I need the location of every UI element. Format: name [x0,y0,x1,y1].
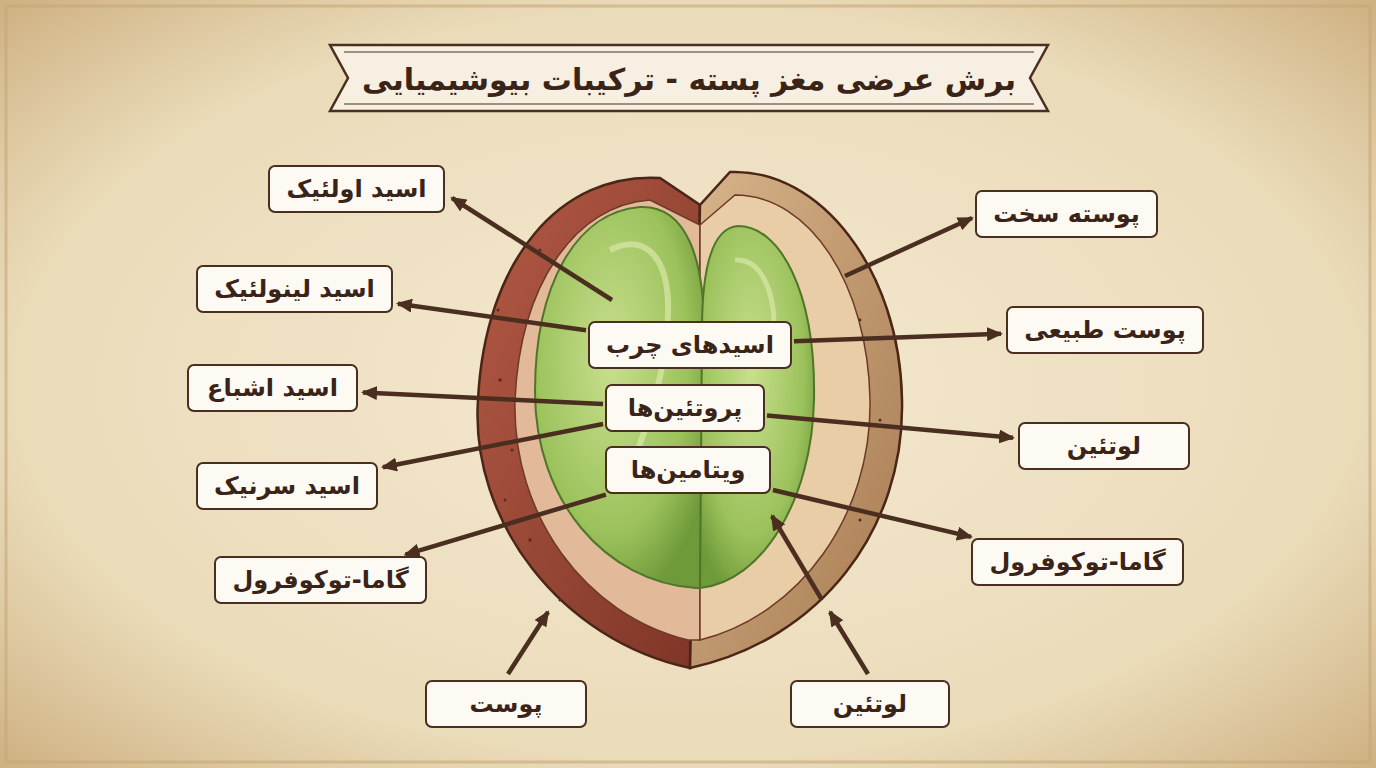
label-box: اسید سرنیک [196,462,378,510]
connector-arrow [794,334,1001,341]
leader-line [508,612,548,674]
label-text: لوتئین [806,689,934,719]
connector-arrow [398,304,586,331]
title: برش عرضی مغز پسته - ترکیبات بیوشیمیایی [348,56,1030,102]
label-box: اسید اشباع [187,364,358,412]
label-box: گاما-توکوفرول [971,538,1184,586]
label-text: پوست طبیعی [1022,315,1188,345]
leader-line [845,218,972,276]
shell-speckles [497,248,882,601]
label-box: پوست طبیعی [1006,306,1204,354]
connector-arrow [405,495,605,555]
label-text: پروتئین‌ها [621,393,749,423]
label-text: لوتئین [1034,431,1174,461]
label-box: ویتامین‌ها [605,446,771,494]
connector-arrow [363,392,603,404]
kernel-highlight [735,260,774,330]
leader-line [452,198,612,300]
label-box: پروتئین‌ها [605,384,765,432]
speckle [504,499,507,502]
label-text: پوست [441,689,571,719]
speckle [497,309,500,312]
leader-line [830,612,868,674]
label-text: اسید سرنیک [212,471,362,501]
label-text: اسید لینولئیک [212,274,377,304]
speckle [859,519,862,522]
speckle [528,538,531,541]
label-box: لوتئین [790,680,950,728]
connector-arrow [767,415,1013,437]
label-box: اسید لینولئیک [196,265,393,313]
label-box: پوست [425,680,587,728]
label-text: پوسته سخت [991,199,1142,229]
connector-arrow [773,490,971,537]
paper-edge [6,6,1370,762]
label-text: ویتامین‌ها [621,455,755,485]
label-box: گاما-توکوفرول [214,556,427,604]
label-text: گاما-توکوفرول [230,565,411,595]
title-ribbon [330,45,1048,111]
speckle [510,448,513,451]
label-box: اسیدهای چرب [588,321,792,369]
leader-lines [452,198,972,674]
speckle [498,378,502,382]
label-text: اسید اولئیک [284,174,429,204]
label-text: اسید اشباع [203,373,342,403]
label-box: پوسته سخت [975,190,1158,238]
speckle [859,319,862,322]
speckle [879,419,882,422]
speckle [559,599,562,602]
connector-arrow [383,424,603,467]
label-text: گاما-توکوفرول [987,547,1168,577]
label-box: اسید اولئیک [268,165,445,213]
leader-line [772,516,822,600]
ribbon-line [344,52,1034,104]
label-box: لوتئین [1018,422,1190,470]
label-text: اسیدهای چرب [604,330,776,360]
